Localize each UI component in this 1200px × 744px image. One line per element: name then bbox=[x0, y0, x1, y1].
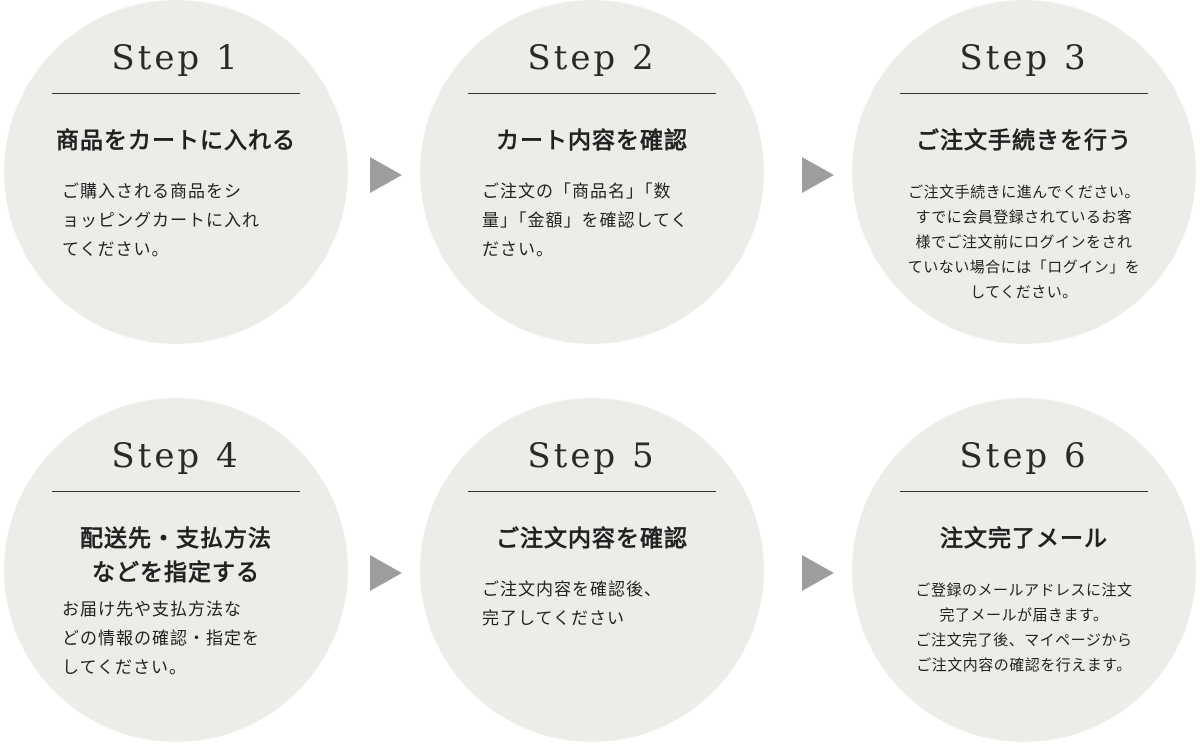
step-1-circle: Step 1 商品をカートに入れる ご購入される商品をシ ョッピングカートに入れ… bbox=[4, 0, 348, 344]
step-label: Step 3 bbox=[959, 38, 1089, 78]
step-title: 注文完了メール bbox=[940, 526, 1108, 552]
step-title: カート内容を確認 bbox=[496, 128, 688, 154]
step-description: ご注文手続きに進んでください。 すでに会員登録されているお客 様でご注文前にログ… bbox=[907, 183, 1141, 301]
step-2-circle: Step 2 カート内容を確認 ご注文の「商品名」「数 量」「金額」を確認してく… bbox=[420, 0, 764, 344]
step-5-circle: Step 5 ご注文内容を確認 ご注文内容を確認後、 完了してください bbox=[420, 398, 764, 742]
step-label: Step 4 bbox=[111, 436, 241, 476]
step-6-circle: Step 6 注文完了メール ご登録のメールアドレスに注文 完了メールが届きます… bbox=[852, 398, 1196, 742]
arrow-right-icon bbox=[802, 157, 834, 193]
step-label: Step 6 bbox=[959, 436, 1089, 476]
divider bbox=[900, 93, 1148, 94]
step-description: ご購入される商品をシ ョッピングカートに入れ てください。 bbox=[62, 182, 260, 260]
arrow-right-icon bbox=[370, 157, 402, 193]
divider bbox=[900, 491, 1148, 492]
step-title: ご注文手続きを行う bbox=[916, 128, 1132, 154]
step-description: ご登録のメールアドレスに注文 完了メールが届きます。 ご注文完了後、マイページか… bbox=[915, 581, 1133, 674]
arrow-right-icon bbox=[370, 555, 402, 591]
divider bbox=[52, 93, 300, 94]
step-title: 商品をカートに入れる bbox=[56, 128, 296, 154]
divider bbox=[468, 491, 716, 492]
step-label: Step 5 bbox=[527, 436, 657, 476]
step-label: Step 2 bbox=[527, 38, 657, 78]
divider bbox=[52, 491, 300, 492]
step-title: 配送先・支払方法 などを指定する bbox=[80, 526, 272, 586]
step-3-circle: Step 3 ご注文手続きを行う ご注文手続きに進んでください。 すでに会員登録… bbox=[852, 0, 1196, 344]
step-label: Step 1 bbox=[111, 38, 241, 78]
step-description: お届け先や支払方法な どの情報の確認・指定を してください。 bbox=[62, 600, 260, 678]
step-description: ご注文内容を確認後、 完了してください bbox=[482, 580, 662, 629]
divider bbox=[468, 93, 716, 94]
step-description: ご注文の「商品名」「数 量」「金額」を確認してく ださい。 bbox=[482, 182, 689, 260]
step-4-circle: Step 4 配送先・支払方法 などを指定する お届け先や支払方法な どの情報の… bbox=[4, 398, 348, 742]
step-title: ご注文内容を確認 bbox=[496, 526, 688, 552]
arrow-right-icon bbox=[802, 555, 834, 591]
